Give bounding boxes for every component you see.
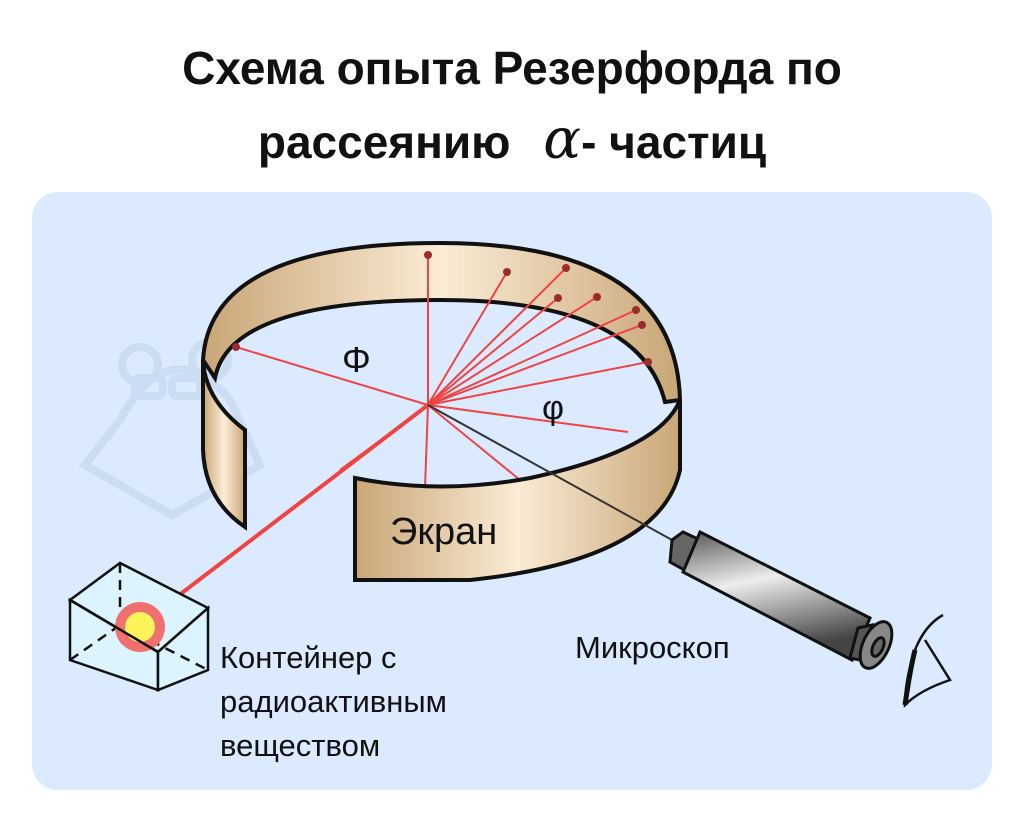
title-line-1: Схема опыта Резерфорда по: [182, 42, 842, 94]
eye-icon: [902, 613, 952, 709]
screen-label: Экран: [390, 511, 498, 553]
container-label-3: веществом: [220, 728, 381, 763]
microscope-axis: [427, 404, 673, 541]
phi-big-label: Φ: [342, 339, 371, 380]
container-label-2: радиоактивным: [220, 684, 447, 719]
microscope-icon: [668, 529, 894, 670]
scattered-rays: [235, 255, 649, 489]
microscope-label: Микроскоп: [575, 630, 730, 665]
container-label-1: Контейнер с: [220, 640, 397, 675]
impact-dots: [232, 251, 652, 366]
screen-front-left: [201, 359, 247, 531]
alpha-beam: [138, 403, 430, 627]
phi-small-label: φ: [542, 389, 565, 427]
alpha-symbol: α: [543, 107, 582, 172]
title-word: рассеянию: [257, 116, 511, 168]
title-word: - частиц: [581, 116, 767, 168]
title-line-2: рассеянию α- частиц: [0, 112, 1024, 168]
screen-front-right: [353, 399, 682, 582]
